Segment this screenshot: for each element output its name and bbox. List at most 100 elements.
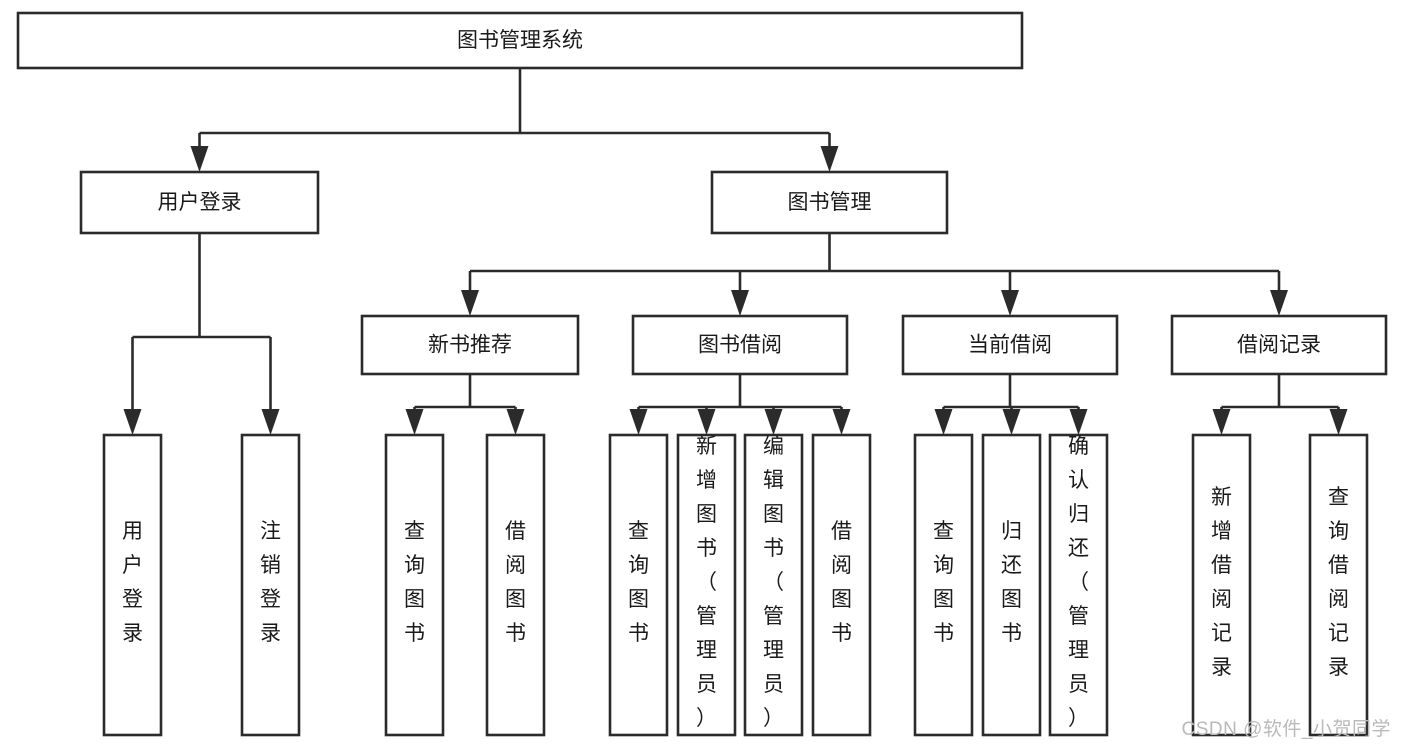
arrow-head-icon (832, 409, 851, 435)
node-label: 当前借阅 (968, 334, 1052, 357)
node-用户登录[interactable]: 用户登录 (102, 433, 163, 737)
node-label-char: 查 (933, 520, 954, 543)
node-box[interactable] (16, 11, 1024, 70)
node-图书管理[interactable]: 图书管理 (710, 170, 949, 235)
node-label-char: 确 (1068, 435, 1089, 458)
arrow-head-icon (1212, 409, 1231, 435)
node-用户登录[interactable]: 用户登录 (79, 170, 320, 235)
node-label-char: 图 (628, 588, 649, 611)
arrow-head-icon (1069, 409, 1088, 435)
node-box[interactable] (240, 433, 301, 737)
node-label-char: 借 (831, 520, 852, 543)
node-box[interactable] (743, 433, 804, 737)
node-新书推荐[interactable]: 新书推荐 (360, 314, 580, 376)
node-label-char: 书 (933, 622, 954, 645)
node-label-char: 图 (505, 588, 526, 611)
node-label: 用户登录 (158, 191, 242, 214)
node-label-char: 理 (1068, 639, 1089, 662)
node-label-char: 查 (1328, 486, 1349, 509)
node-box[interactable] (913, 433, 974, 737)
node-box[interactable] (608, 433, 669, 737)
node-label-char: 辑 (763, 469, 784, 492)
node-label-char: 图 (1001, 588, 1022, 611)
node-label-char: 户 (122, 554, 143, 577)
node-label-char: 书 (404, 622, 425, 645)
node-label-char: 记 (1328, 622, 1349, 645)
node-label-char: ） (763, 707, 784, 730)
node-box[interactable] (676, 433, 737, 737)
arrow-head-icon (629, 409, 648, 435)
arrow-head-icon (934, 409, 953, 435)
node-label: 新书推荐 (428, 334, 512, 357)
node-box[interactable] (384, 433, 445, 737)
node-label-char: 图 (933, 588, 954, 611)
arrow-head-icon (1329, 409, 1348, 435)
node-box[interactable] (1308, 433, 1369, 737)
node-box[interactable] (1048, 433, 1109, 737)
node-label: 图书管理系统 (457, 29, 583, 52)
node-label-char: 阅 (1328, 588, 1349, 611)
arrow-head-icon (190, 146, 209, 172)
node-label-char: 归 (1068, 503, 1089, 526)
node-box[interactable] (1170, 314, 1388, 376)
node-借阅记录[interactable]: 借阅记录 (1170, 314, 1388, 376)
arrow-head-icon (123, 409, 142, 435)
node-label-char: 书 (696, 537, 717, 560)
node-label-char: ） (696, 707, 717, 730)
node-label-char: （ (1068, 571, 1089, 594)
node-box[interactable] (485, 433, 546, 737)
node-label-char: 阅 (505, 554, 526, 577)
arrow-head-icon (261, 409, 280, 435)
node-label-char: 借 (505, 520, 526, 543)
node-label-char: 询 (628, 554, 649, 577)
node-label-char: 查 (628, 520, 649, 543)
arrow-head-icon (405, 409, 424, 435)
node-label-char: 理 (763, 639, 784, 662)
node-label-char: 登 (260, 588, 281, 611)
node-layer: 图书管理系统用户登录图书管理新书推荐图书借阅当前借阅借阅记录用户登录注销登录查询… (16, 11, 1388, 737)
node-label-char: 录 (1328, 656, 1349, 679)
node-图书管理系统[interactable]: 图书管理系统 (16, 11, 1024, 70)
node-label-char: 注 (260, 520, 281, 543)
node-label-char: 编 (763, 435, 784, 458)
node-label-char: 询 (933, 554, 954, 577)
connector-layer (123, 68, 1348, 435)
arrow-head-icon (697, 409, 716, 435)
node-box[interactable] (901, 314, 1119, 376)
node-box[interactable] (102, 433, 163, 737)
node-box[interactable] (360, 314, 580, 376)
node-label-char: 新 (1211, 486, 1232, 509)
node-label-char: 书 (628, 622, 649, 645)
node-label-char: 阅 (831, 554, 852, 577)
node-box[interactable] (1191, 433, 1252, 737)
node-box[interactable] (79, 170, 320, 235)
node-label-char: 录 (260, 622, 281, 645)
node-当前借阅[interactable]: 当前借阅 (901, 314, 1119, 376)
node-label-char: ） (1068, 707, 1089, 730)
node-label-char: 理 (696, 639, 717, 662)
node-box[interactable] (811, 433, 872, 737)
node-box[interactable] (710, 170, 949, 235)
node-label-char: 用 (122, 520, 143, 543)
node-label: 图书管理 (788, 191, 872, 214)
node-图书借阅[interactable]: 图书借阅 (631, 314, 849, 376)
node-box[interactable] (631, 314, 849, 376)
arrow-head-icon (1001, 290, 1019, 316)
node-label-char: 还 (1001, 554, 1022, 577)
node-box[interactable] (981, 433, 1042, 737)
node-label-char: 询 (404, 554, 425, 577)
